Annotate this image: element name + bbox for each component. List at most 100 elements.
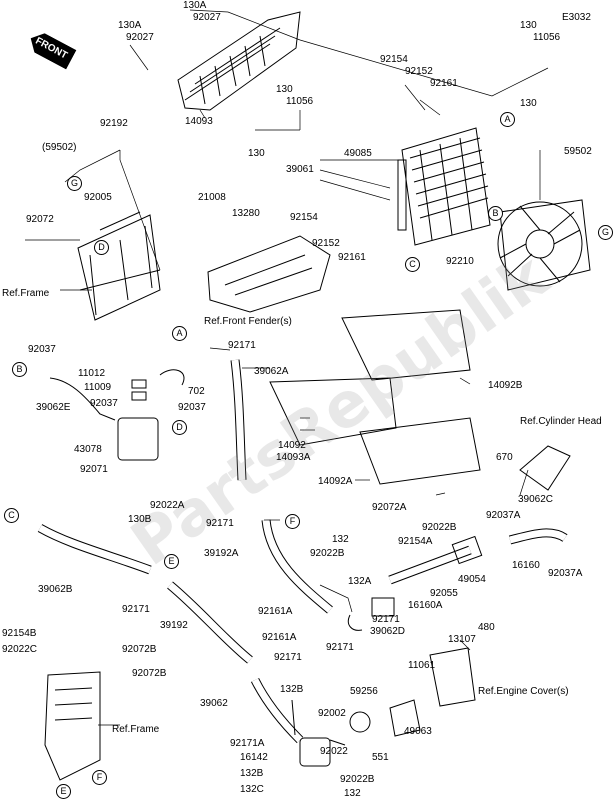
part-label-130b: 130B bbox=[128, 514, 152, 525]
part-label-132: 132 bbox=[332, 534, 349, 545]
part-label-92171a: 92171A bbox=[230, 738, 265, 749]
part-label-92171: 92171 bbox=[326, 642, 354, 653]
part-label-92171: 92171 bbox=[228, 340, 256, 351]
part-label-11009: 11009 bbox=[84, 382, 112, 393]
part-label-14093a: 14093A bbox=[276, 452, 311, 463]
part-label-39062e: 39062E bbox=[36, 402, 71, 413]
ref-front-fender-label: Ref.Front Fender(s) bbox=[204, 316, 292, 327]
part-label-13107: 13107 bbox=[448, 634, 476, 645]
part-label-14092a: 14092A bbox=[318, 476, 353, 487]
ref-frame-label: Ref.Frame bbox=[112, 724, 160, 735]
part-label-59502: 59502 bbox=[564, 146, 592, 157]
part-label-92192: 92192 bbox=[100, 118, 128, 129]
thermostat-housing-drawing bbox=[347, 535, 483, 631]
circle-ref-e: E bbox=[56, 784, 71, 799]
part-label-670: 670 bbox=[496, 452, 513, 463]
part-label-92152: 92152 bbox=[312, 238, 340, 249]
part-label-92072: 92072 bbox=[26, 214, 54, 225]
reservoir-tank-drawing bbox=[49, 369, 185, 461]
ref-frame-label: Ref.Frame bbox=[2, 288, 50, 299]
part-label-39062: 39062 bbox=[200, 698, 228, 709]
part-label-130: 130 bbox=[276, 84, 293, 95]
part-label-92027: 92027 bbox=[126, 32, 154, 43]
cylinder-head-drawing bbox=[519, 445, 571, 491]
circle-ref-b: B bbox=[12, 362, 27, 377]
radiator-core-drawing bbox=[397, 127, 491, 246]
part-label-92022a: 92022A bbox=[150, 500, 185, 511]
part-label-92037: 92037 bbox=[90, 398, 118, 409]
part-label-92005: 92005 bbox=[84, 192, 112, 203]
part-label-92072b: 92072B bbox=[132, 668, 167, 679]
part-label-14092: 14092 bbox=[278, 440, 306, 451]
part-label-92161a: 92161A bbox=[258, 606, 293, 617]
part-label-43078: 43078 bbox=[74, 444, 102, 455]
ref-cylinder-head-label: Ref.Cylinder Head bbox=[520, 416, 602, 427]
part-label-92037a: 92037A bbox=[486, 510, 521, 521]
diagram-code: E3032 bbox=[562, 12, 591, 23]
engine-cover-drawing bbox=[349, 647, 476, 737]
part-label-92152: 92152 bbox=[405, 66, 433, 77]
part-label-16160a: 16160A bbox=[408, 600, 443, 611]
part-label-39192: 39192 bbox=[160, 620, 188, 631]
part-label-92022: 92022 bbox=[320, 746, 348, 757]
circle-ref-a: A bbox=[500, 112, 515, 127]
part-label-92171: 92171 bbox=[274, 652, 302, 663]
part-label-14092b: 14092B bbox=[488, 380, 523, 391]
part-label-16160: 16160 bbox=[512, 560, 540, 571]
part-label-92022b: 92022B bbox=[310, 548, 345, 559]
part-label-92161: 92161 bbox=[338, 252, 366, 263]
part-label-92037a: 92037A bbox=[548, 568, 583, 579]
heat-insulator-drawing bbox=[269, 309, 481, 485]
part-label-92055: 92055 bbox=[430, 588, 458, 599]
part-label-92072b: 92072B bbox=[122, 644, 157, 655]
part-label-92037: 92037 bbox=[178, 402, 206, 413]
part-label-13280: 13280 bbox=[232, 208, 260, 219]
circle-ref-b: B bbox=[488, 206, 503, 221]
part-label-14093: 14093 bbox=[185, 116, 213, 127]
part-label-130: 130 bbox=[248, 148, 265, 159]
circle-ref-c: C bbox=[405, 257, 420, 272]
part-label-49054: 49054 bbox=[458, 574, 486, 585]
part-label-59256: 59256 bbox=[350, 686, 378, 697]
part-label-132b: 132B bbox=[280, 684, 304, 695]
part-label-11056: 11056 bbox=[286, 96, 314, 107]
circle-ref-f: F bbox=[92, 770, 107, 785]
part-label-16142: 16142 bbox=[240, 752, 268, 763]
part-label-92154a: 92154A bbox=[398, 536, 433, 547]
part-label-92022c: 92022C bbox=[2, 644, 38, 655]
part-label-39192a: 39192A bbox=[204, 548, 239, 559]
part-label-11061: 11061 bbox=[408, 660, 436, 671]
lower-frame-drawing bbox=[44, 671, 101, 781]
ref-engine-cover-label: Ref.Engine Cover(s) bbox=[478, 686, 569, 697]
part-label-92161: 92161 bbox=[430, 78, 458, 89]
part-label-92002: 92002 bbox=[318, 708, 346, 719]
coolant-hoses-drawing bbox=[37, 359, 568, 744]
part-label-92072a: 92072A bbox=[372, 502, 407, 513]
part-label-39061: 39061 bbox=[286, 164, 314, 175]
part-label-39062d: 39062D bbox=[370, 626, 406, 637]
part-label-130: 130 bbox=[520, 20, 537, 31]
part-label-92171: 92171 bbox=[372, 614, 400, 625]
circle-ref-f: F bbox=[285, 514, 300, 529]
cooling-fan-drawing bbox=[497, 199, 591, 291]
part-label-92154: 92154 bbox=[380, 54, 408, 65]
part-label-49085: 49085 bbox=[344, 148, 372, 159]
part-label-130a: 130A bbox=[183, 0, 207, 11]
part-label-480: 480 bbox=[478, 622, 495, 633]
circle-ref-a: A bbox=[172, 326, 187, 341]
part-label-92071: 92071 bbox=[80, 464, 108, 475]
part-label-92161a: 92161A bbox=[262, 632, 297, 643]
circle-ref-c: C bbox=[4, 508, 19, 523]
part-label-92171: 92171 bbox=[206, 518, 234, 529]
circle-ref-d: D bbox=[172, 420, 187, 435]
part-label-92037: 92037 bbox=[28, 344, 56, 355]
part-label-702: 702 bbox=[188, 386, 205, 397]
part-label-92154: 92154 bbox=[290, 212, 318, 223]
part-label-132c: 132C bbox=[240, 784, 264, 795]
part-label-21008: 21008 bbox=[198, 192, 226, 203]
part-label-92022b: 92022B bbox=[340, 774, 375, 785]
part-label-59502-paren: (59502) bbox=[42, 142, 77, 153]
part-label-49063: 49063 bbox=[404, 726, 432, 737]
